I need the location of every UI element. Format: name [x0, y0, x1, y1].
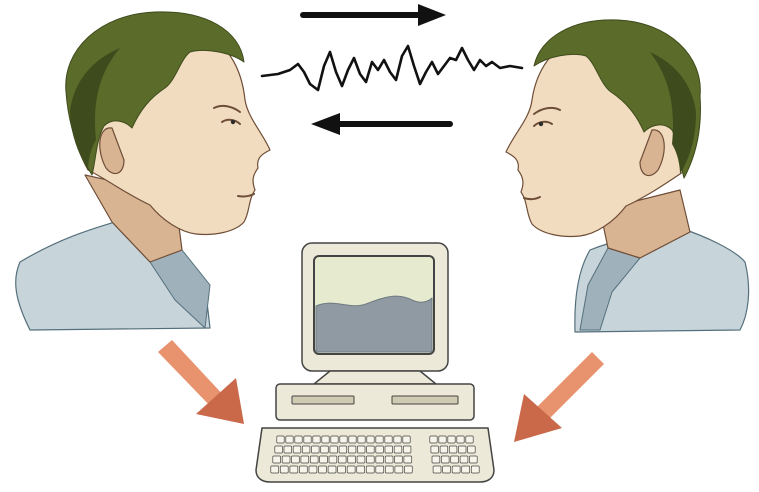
keyboard-key [385, 456, 393, 463]
floppy-drive [292, 396, 354, 404]
keyboard-key [431, 446, 439, 453]
keyboard-key [404, 456, 412, 463]
keyboard-key [466, 436, 473, 443]
right-person [506, 20, 749, 332]
keyboard-key [468, 446, 476, 453]
keyboard-key [349, 436, 356, 443]
keyboard-key [347, 466, 355, 473]
keyboard-key [312, 446, 320, 453]
keyboard-key [404, 466, 412, 473]
keyboard-key [385, 466, 393, 473]
bottom-arrow [311, 113, 450, 135]
keyboard-key [458, 446, 466, 453]
keyboard-key [367, 436, 374, 443]
keyboard-key [376, 436, 383, 443]
keyboard-key [322, 436, 329, 443]
keyboard-key [357, 466, 365, 473]
keyboard-key [320, 456, 328, 463]
keyboard-key [457, 436, 464, 443]
top-arrow-head [418, 4, 446, 26]
screen-waveform [316, 296, 432, 352]
keyboard-key [403, 436, 410, 443]
left-person [16, 12, 270, 330]
keyboard-key [452, 466, 460, 473]
drive-bay [392, 396, 458, 404]
keyboard-key [292, 456, 300, 463]
keyboard-key [273, 456, 281, 463]
keyboard-key [286, 436, 293, 443]
keyboard-key [462, 466, 470, 473]
keyboard-key [460, 456, 468, 463]
keyboard-key [432, 456, 440, 463]
keyboard-key [448, 436, 455, 443]
keyboard-key [366, 466, 374, 473]
keyboard-key [338, 456, 346, 463]
keyboard-key [328, 466, 336, 473]
keyboard-key [376, 466, 384, 473]
keyboard-key [471, 466, 479, 473]
keyboard-key [301, 456, 309, 463]
keyboard-key [321, 446, 329, 453]
keyboard-key [433, 466, 441, 473]
bottom-arrow-head [311, 113, 340, 135]
keyboard-key [394, 436, 401, 443]
keyboard-key [329, 456, 337, 463]
monitor-base [314, 371, 436, 384]
keyboard-key [282, 456, 290, 463]
right-person-pupil [539, 122, 543, 126]
keyboard-key [330, 446, 338, 453]
keyboard-key [313, 436, 320, 443]
keyboard-key [339, 446, 347, 453]
keyboard-key [395, 456, 403, 463]
keyboard-key [302, 446, 310, 453]
keyboard-key [367, 446, 375, 453]
right-funnel-arrow [514, 352, 604, 442]
keyboard-key [319, 466, 327, 473]
keyboard-key [443, 466, 451, 473]
keyboard-key [395, 466, 403, 473]
keyboard-key [357, 446, 365, 453]
keyboard-key [385, 446, 393, 453]
keyboard-key [348, 456, 356, 463]
keyboard-key [275, 446, 283, 453]
keyboard-key [290, 466, 298, 473]
right-funnel-arrow-shaft [536, 352, 604, 420]
keyboard-key [309, 466, 317, 473]
keyboard-key [299, 466, 307, 473]
keyboard-key [376, 446, 384, 453]
keyboard-key [284, 446, 292, 453]
keyboard-key [271, 466, 279, 473]
keyboard-key [430, 436, 437, 443]
keyboard-key [277, 436, 284, 443]
keyboard-key [376, 456, 384, 463]
keyboard-key [357, 456, 365, 463]
keyboard-key [310, 456, 318, 463]
keyboard-key [304, 436, 311, 443]
keyboard-key [439, 436, 446, 443]
keyboard-key [449, 446, 457, 453]
keyboard-key [331, 436, 338, 443]
keyboard-key [469, 456, 477, 463]
keyboard-key [403, 446, 411, 453]
keyboard-key [293, 446, 301, 453]
left-funnel-arrow [158, 340, 244, 424]
top-arrow [303, 4, 446, 26]
keyboard-key [451, 456, 459, 463]
keyboard-key [394, 446, 402, 453]
computer-icon [256, 243, 494, 482]
keyboard-key [340, 436, 347, 443]
keyboard-key [385, 436, 392, 443]
keyboard-key [440, 446, 448, 453]
keyboard-key [366, 456, 374, 463]
keyboard-key [295, 436, 302, 443]
keyboard-key [280, 466, 288, 473]
left-person-pupil [231, 120, 235, 124]
keyboard-key [358, 436, 365, 443]
keyboard-key [338, 466, 346, 473]
keyboard-key [348, 446, 356, 453]
keyboard-key [441, 456, 449, 463]
sound-wave-icon [262, 46, 522, 90]
